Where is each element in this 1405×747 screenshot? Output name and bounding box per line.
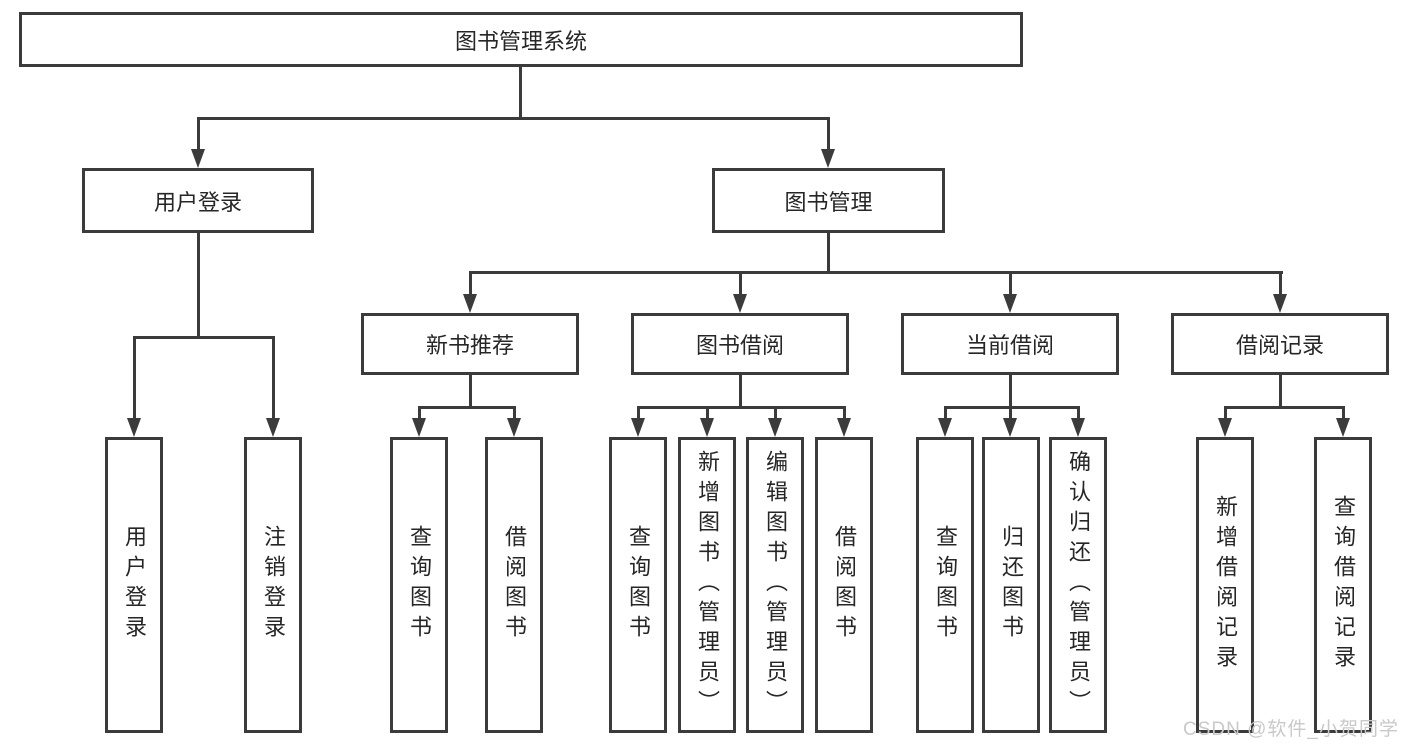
- node-user-login: 用户登录: [82, 168, 314, 233]
- line: [418, 406, 421, 420]
- node-leaf-bb-add-book-admin-label: 新增图书（管理员）: [695, 450, 720, 720]
- node-leaf-cb-confirm-return-admin-label: 确认归还（管理员）: [1066, 450, 1091, 720]
- arrowhead-down-icon: [821, 149, 835, 168]
- line: [418, 406, 516, 409]
- line: [197, 117, 830, 120]
- line: [774, 406, 777, 420]
- node-current-borrow-label: 当前借阅: [965, 333, 1054, 358]
- line: [827, 117, 830, 153]
- node-leaf-user-login-label: 用户登录: [122, 525, 147, 645]
- arrowhead-down-icon: [768, 418, 782, 437]
- line: [739, 375, 742, 409]
- line: [1342, 406, 1345, 420]
- node-leaf-nb-query-book: 查询图书: [390, 437, 448, 733]
- line: [197, 233, 200, 339]
- node-leaf-bb-query-book: 查询图书: [609, 437, 667, 733]
- line: [1279, 375, 1282, 409]
- node-leaf-nb-borrow-book-label: 借阅图书: [502, 525, 527, 645]
- node-leaf-cb-return-book-label: 归还图书: [999, 525, 1024, 645]
- arrowhead-down-icon: [191, 149, 205, 168]
- node-leaf-cb-query-book: 查询图书: [916, 437, 974, 733]
- line: [469, 271, 472, 297]
- arrowhead-down-icon: [837, 418, 851, 437]
- node-leaf-nb-borrow-book: 借阅图书: [485, 437, 543, 733]
- csdn-watermark: CSDN @软件_小贺同学: [1183, 719, 1399, 740]
- arrowhead-down-icon: [507, 418, 521, 437]
- arrowhead-down-icon: [412, 418, 426, 437]
- line: [272, 336, 275, 420]
- line: [1077, 406, 1080, 420]
- line: [519, 67, 522, 120]
- node-leaf-bb-query-book-label: 查询图书: [626, 525, 651, 645]
- line: [706, 406, 709, 420]
- node-leaf-nb-query-book-label: 查询图书: [407, 525, 432, 645]
- line: [197, 117, 200, 153]
- arrowhead-down-icon: [733, 294, 747, 313]
- node-leaf-logout: 注销登录: [244, 437, 302, 733]
- line: [1224, 406, 1227, 420]
- arrowhead-down-icon: [938, 418, 952, 437]
- line: [637, 406, 640, 420]
- node-book-management-label: 图书管理: [784, 189, 873, 215]
- line: [944, 406, 947, 420]
- node-root-label: 图书管理系统: [454, 28, 587, 54]
- node-leaf-br-add-record: 新增借阅记录: [1196, 437, 1254, 733]
- line: [843, 406, 846, 420]
- node-leaf-cb-confirm-return-admin: 确认归还（管理员）: [1049, 437, 1107, 733]
- node-leaf-logout-label: 注销登录: [261, 525, 286, 645]
- arrowhead-down-icon: [631, 418, 645, 437]
- line: [513, 406, 516, 420]
- line: [637, 406, 845, 409]
- node-book-management: 图书管理: [712, 168, 945, 233]
- node-borrow-records-label: 借阅记录: [1235, 333, 1324, 358]
- line: [944, 406, 1080, 409]
- line: [1009, 406, 1012, 420]
- node-new-book-recommend: 新书推荐: [361, 313, 579, 375]
- node-new-book-recommend-label: 新书推荐: [425, 333, 514, 358]
- arrowhead-down-icon: [1003, 294, 1017, 313]
- arrowhead-down-icon: [1273, 294, 1287, 313]
- arrowhead-down-icon: [266, 418, 280, 437]
- line: [469, 271, 1283, 274]
- line: [133, 336, 136, 420]
- node-leaf-bb-add-book-admin: 新增图书（管理员）: [678, 437, 736, 733]
- line: [1009, 271, 1012, 297]
- line: [827, 233, 830, 274]
- line: [1279, 271, 1282, 297]
- node-leaf-br-query-record: 查询借阅记录: [1314, 437, 1372, 733]
- node-leaf-bb-borrow-book: 借阅图书: [815, 437, 873, 733]
- line: [133, 336, 275, 339]
- node-leaf-user-login: 用户登录: [105, 437, 163, 733]
- arrowhead-down-icon: [1218, 418, 1232, 437]
- node-leaf-cb-return-book: 归还图书: [982, 437, 1040, 733]
- node-leaf-bb-borrow-book-label: 借阅图书: [832, 525, 857, 645]
- line: [1009, 375, 1012, 409]
- node-book-borrow: 图书借阅: [631, 313, 849, 375]
- line: [469, 375, 472, 409]
- node-leaf-bb-edit-book-admin-label: 编辑图书（管理员）: [763, 450, 788, 720]
- node-leaf-br-query-record-label: 查询借阅记录: [1331, 495, 1356, 675]
- node-leaf-cb-query-book-label: 查询图书: [933, 525, 958, 645]
- node-borrow-records: 借阅记录: [1171, 313, 1389, 375]
- line: [1224, 406, 1344, 409]
- node-current-borrow: 当前借阅: [901, 313, 1119, 375]
- node-book-borrow-label: 图书借阅: [695, 333, 784, 358]
- line: [739, 271, 742, 297]
- node-leaf-br-add-record-label: 新增借阅记录: [1213, 495, 1238, 675]
- arrowhead-down-icon: [463, 294, 477, 313]
- arrowhead-down-icon: [1336, 418, 1350, 437]
- arrowhead-down-icon: [700, 418, 714, 437]
- node-leaf-bb-edit-book-admin: 编辑图书（管理员）: [746, 437, 804, 733]
- arrowhead-down-icon: [1003, 418, 1017, 437]
- node-user-login-label: 用户登录: [153, 189, 242, 215]
- arrowhead-down-icon: [127, 418, 141, 437]
- arrowhead-down-icon: [1071, 418, 1085, 437]
- node-root: 图书管理系统: [19, 12, 1023, 67]
